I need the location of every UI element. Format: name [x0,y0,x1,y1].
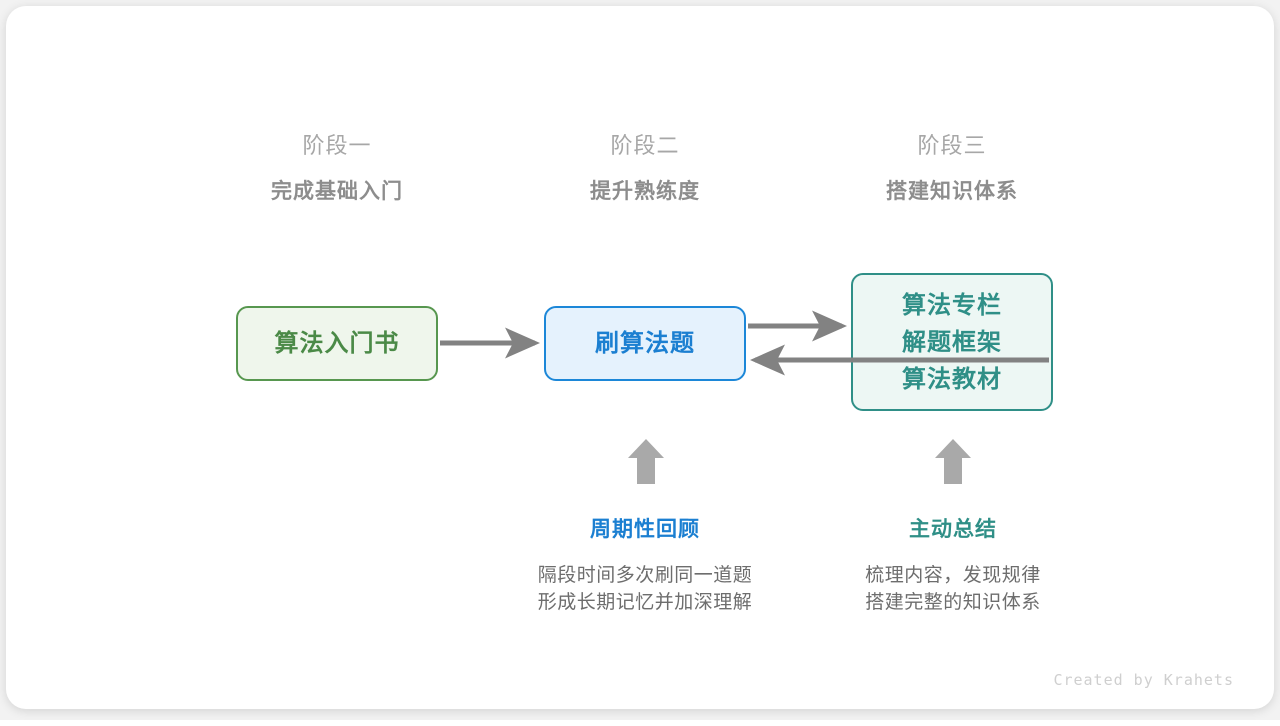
arrow-review-up [628,439,664,484]
note-desc-summary-line2: 搭建完整的知识体系 [865,592,1041,613]
footer-credit: Created by Krahets [1053,671,1234,689]
note-desc-review: 隔段时间多次刷同一道题 形成长期记忆并加深理解 [495,562,795,616]
node-label-practice: 刷算法题 [595,330,695,357]
note-desc-summary-line1: 梳理内容，发现规律 [865,565,1041,586]
note-title-review: 周期性回顾 [590,518,700,541]
stage-title-3: 搭建知识体系 [886,180,1018,203]
note-periodic-review: 周期性回顾 隔段时间多次刷同一道题 形成长期记忆并加深理解 [495,515,795,616]
node-label-book: 算法入门书 [274,330,400,357]
content-card: 阶段一 完成基础入门 阶段二 提升熟练度 阶段三 搭建知识体系 算法入门书 刷算… [6,6,1274,709]
stage-header-3: 阶段三 搭建知识体系 [852,131,1052,207]
node-label-knowledge-2: 解题框架 [902,328,1002,356]
stage-header-1: 阶段一 完成基础入门 [237,131,437,207]
node-algorithm-intro-book[interactable]: 算法入门书 [236,306,438,381]
note-title-summary: 主动总结 [909,518,997,541]
node-label-knowledge-3: 算法教材 [902,365,1002,393]
stage-title-2: 提升熟练度 [590,180,700,203]
note-active-summary: 主动总结 梳理内容，发现规律 搭建完整的知识体系 [803,515,1103,616]
arrow-summary-up [935,439,971,484]
stage-number-2: 阶段二 [610,133,680,158]
stage-number-1: 阶段一 [302,133,372,158]
node-label-knowledge-1: 算法专栏 [902,291,1002,319]
node-practice-problems[interactable]: 刷算法题 [544,306,746,381]
stage-title-1: 完成基础入门 [271,180,403,203]
stage-header-2: 阶段二 提升熟练度 [545,131,745,207]
note-desc-review-line1: 隔段时间多次刷同一道题 [537,565,753,586]
note-desc-summary: 梳理内容，发现规律 搭建完整的知识体系 [803,562,1103,616]
note-desc-review-line2: 形成长期记忆并加深理解 [537,592,753,613]
node-knowledge-resources[interactable]: 算法专栏 解题框架 算法教材 [851,273,1053,411]
stage-number-3: 阶段三 [917,133,987,158]
